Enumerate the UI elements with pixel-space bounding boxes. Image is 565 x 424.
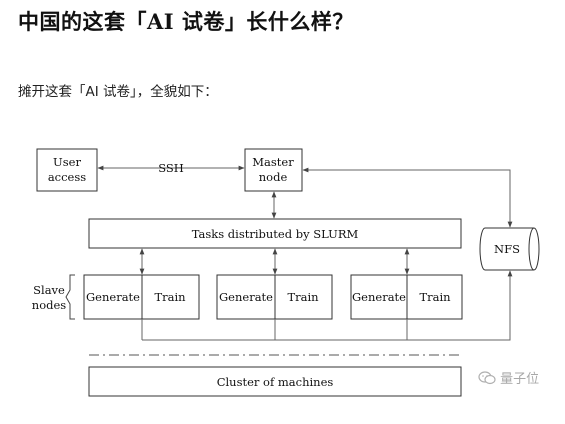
master-node-box — [244, 148, 303, 192]
nodes-nfs-arrow — [142, 270, 513, 341]
node3-generate: Generate — [352, 290, 406, 304]
cluster-box — [88, 366, 462, 397]
slave-nodes-label-line2: nodes — [32, 298, 66, 312]
nfs-label: NFS — [494, 242, 520, 256]
master-node-label-line1: Master — [252, 155, 294, 169]
watermark: 量子位 — [478, 368, 539, 387]
node1-generate: Generate — [86, 290, 140, 304]
slave-nodes-brace — [65, 274, 75, 320]
article-title: 中国的这套「AI 试卷」长什么样？ — [18, 9, 354, 34]
user-access-label-line2: access — [48, 170, 86, 184]
tasks-box — [88, 218, 462, 249]
ssh-label: SSH — [158, 161, 184, 175]
tasks-label: Tasks distributed by SLURM — [192, 227, 359, 241]
master-nfs-arrow — [302, 167, 513, 228]
cluster-label: Cluster of machines — [217, 375, 334, 389]
user-access-box — [36, 148, 98, 192]
user-access-label-line1: User — [53, 155, 81, 169]
node2-train: Train — [287, 290, 319, 304]
node1-train: Train — [154, 290, 186, 304]
slave-nodes-label-line1: Slave — [33, 283, 65, 297]
article-intro: 摊开这套「AI 试卷」，全貌如下： — [18, 84, 218, 100]
nfs-cylinder — [479, 227, 540, 271]
watermark-text: 量子位 — [500, 372, 540, 387]
wechat-bubble-icon — [478, 371, 496, 385]
node3-train: Train — [419, 290, 451, 304]
master-node-label-line2: node — [259, 170, 288, 184]
node2-generate: Generate — [219, 290, 273, 304]
